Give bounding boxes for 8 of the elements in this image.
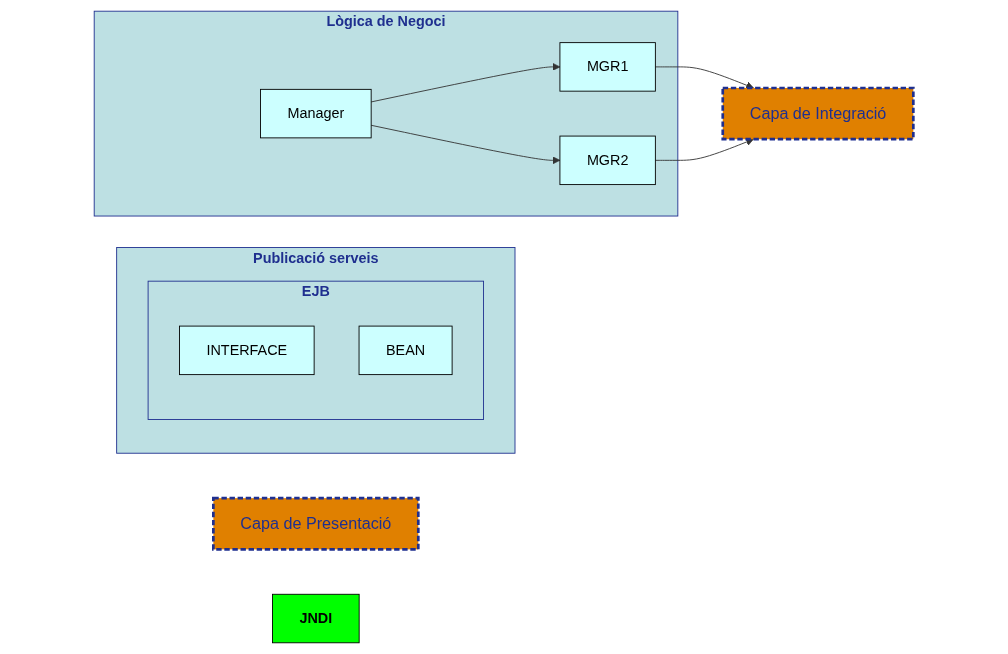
node-box: INTERFACE — [179, 325, 315, 376]
node-box: BEAN — [358, 325, 453, 376]
node-box: Capa de Integració — [721, 86, 915, 141]
node-box: MGR1 — [559, 42, 657, 92]
node-box: Capa de Presentació — [212, 496, 420, 551]
node-box: MGR2 — [559, 135, 657, 186]
node-box: JNDI — [272, 593, 360, 644]
node-box: Manager — [260, 88, 372, 139]
